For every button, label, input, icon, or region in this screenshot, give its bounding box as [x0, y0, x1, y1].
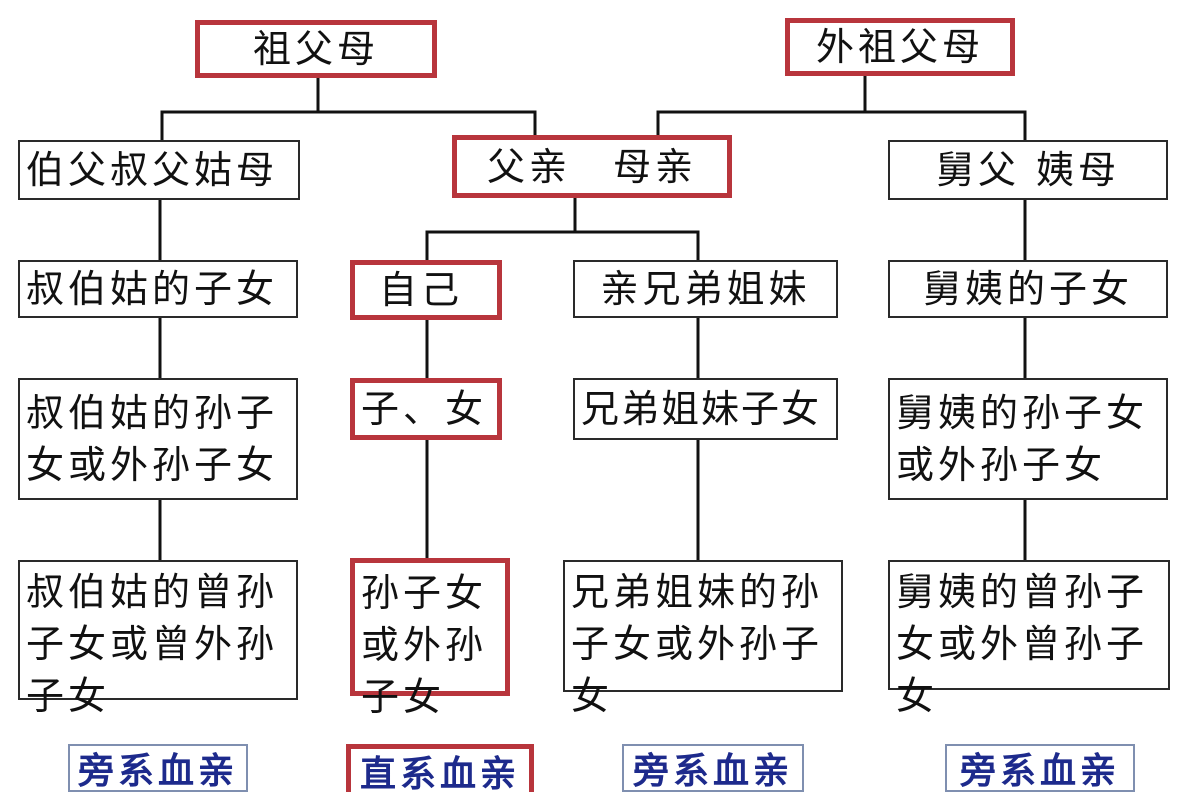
node-self: 自己 [350, 260, 502, 320]
node-paternal-cousins: 叔伯姑的子女 [18, 260, 298, 318]
legend-label: 旁系血亲 [632, 750, 793, 792]
node-label: 舅姨的孙子女或外孙子女 [896, 391, 1149, 487]
node-maternal-great-grandchildren: 舅姨的曾孙子女或外曾孙子女 [888, 560, 1170, 718]
node-grandchildren: 孙子女或外孙子女 [350, 558, 510, 719]
node-label: 叔伯姑的曾孙子女或曾外孙子女 [26, 570, 279, 718]
legend-collateral-relatives-3: 旁系血亲 [945, 744, 1135, 792]
node-maternal-aunts-uncles: 舅父 姨母 [888, 140, 1168, 200]
legend-lineal-relatives: 直系血亲 [346, 744, 534, 795]
node-label: 兄弟姐妹的孙子女或外孙子女 [571, 570, 824, 718]
node-paternal-grandparents: 祖父母 [195, 20, 437, 78]
node-label: 亲兄弟姐妹 [600, 267, 811, 311]
node-label: 自己 [379, 268, 464, 312]
node-label: 祖父母 [252, 27, 379, 71]
node-label: 外祖父母 [815, 25, 984, 69]
node-label: 舅姨的曾孙子女或外曾孙子女 [896, 570, 1149, 718]
node-children: 子、女 [350, 378, 502, 440]
legend-collateral-relatives-2: 旁系血亲 [622, 744, 804, 792]
node-parents: 父亲 母亲 [452, 135, 732, 198]
legend-collateral-relatives-1: 旁系血亲 [68, 744, 248, 792]
node-label: 叔伯姑的孙子女或外孙子女 [26, 391, 279, 487]
node-sibling-children: 兄弟姐妹子女 [573, 378, 838, 440]
node-label: 子、女 [361, 387, 488, 431]
connector [425, 230, 700, 260]
node-label: 父亲 母亲 [486, 144, 697, 189]
legend-label: 旁系血亲 [77, 750, 238, 792]
node-label: 舅父 姨母 [935, 148, 1121, 192]
node-maternal-cousins: 舅姨的子女 [888, 260, 1168, 318]
node-label: 舅姨的子女 [922, 267, 1133, 311]
connector [160, 110, 537, 140]
node-label: 孙子女或外孙子女 [361, 571, 488, 719]
node-label: 伯父叔父姑母 [26, 148, 279, 192]
node-maternal-cousin-grandchildren: 舅姨的孙子女或外孙子女 [888, 378, 1168, 500]
node-label: 兄弟姐妹子女 [581, 387, 822, 431]
node-sibling-grandchildren: 兄弟姐妹的孙子女或外孙子女 [563, 560, 843, 718]
legend-label: 旁系血亲 [959, 750, 1120, 792]
node-paternal-aunts-uncles: 伯父叔父姑母 [18, 140, 300, 200]
node-paternal-great-grandchildren: 叔伯姑的曾孙子女或曾外孙子女 [18, 560, 298, 718]
node-label: 叔伯姑的子女 [26, 267, 279, 311]
connector [656, 110, 1027, 140]
node-paternal-cousin-grandchildren: 叔伯姑的孙子女或外孙子女 [18, 378, 298, 500]
legend-label: 直系血亲 [359, 752, 520, 795]
node-maternal-grandparents: 外祖父母 [785, 18, 1015, 76]
node-siblings: 亲兄弟姐妹 [573, 260, 838, 318]
